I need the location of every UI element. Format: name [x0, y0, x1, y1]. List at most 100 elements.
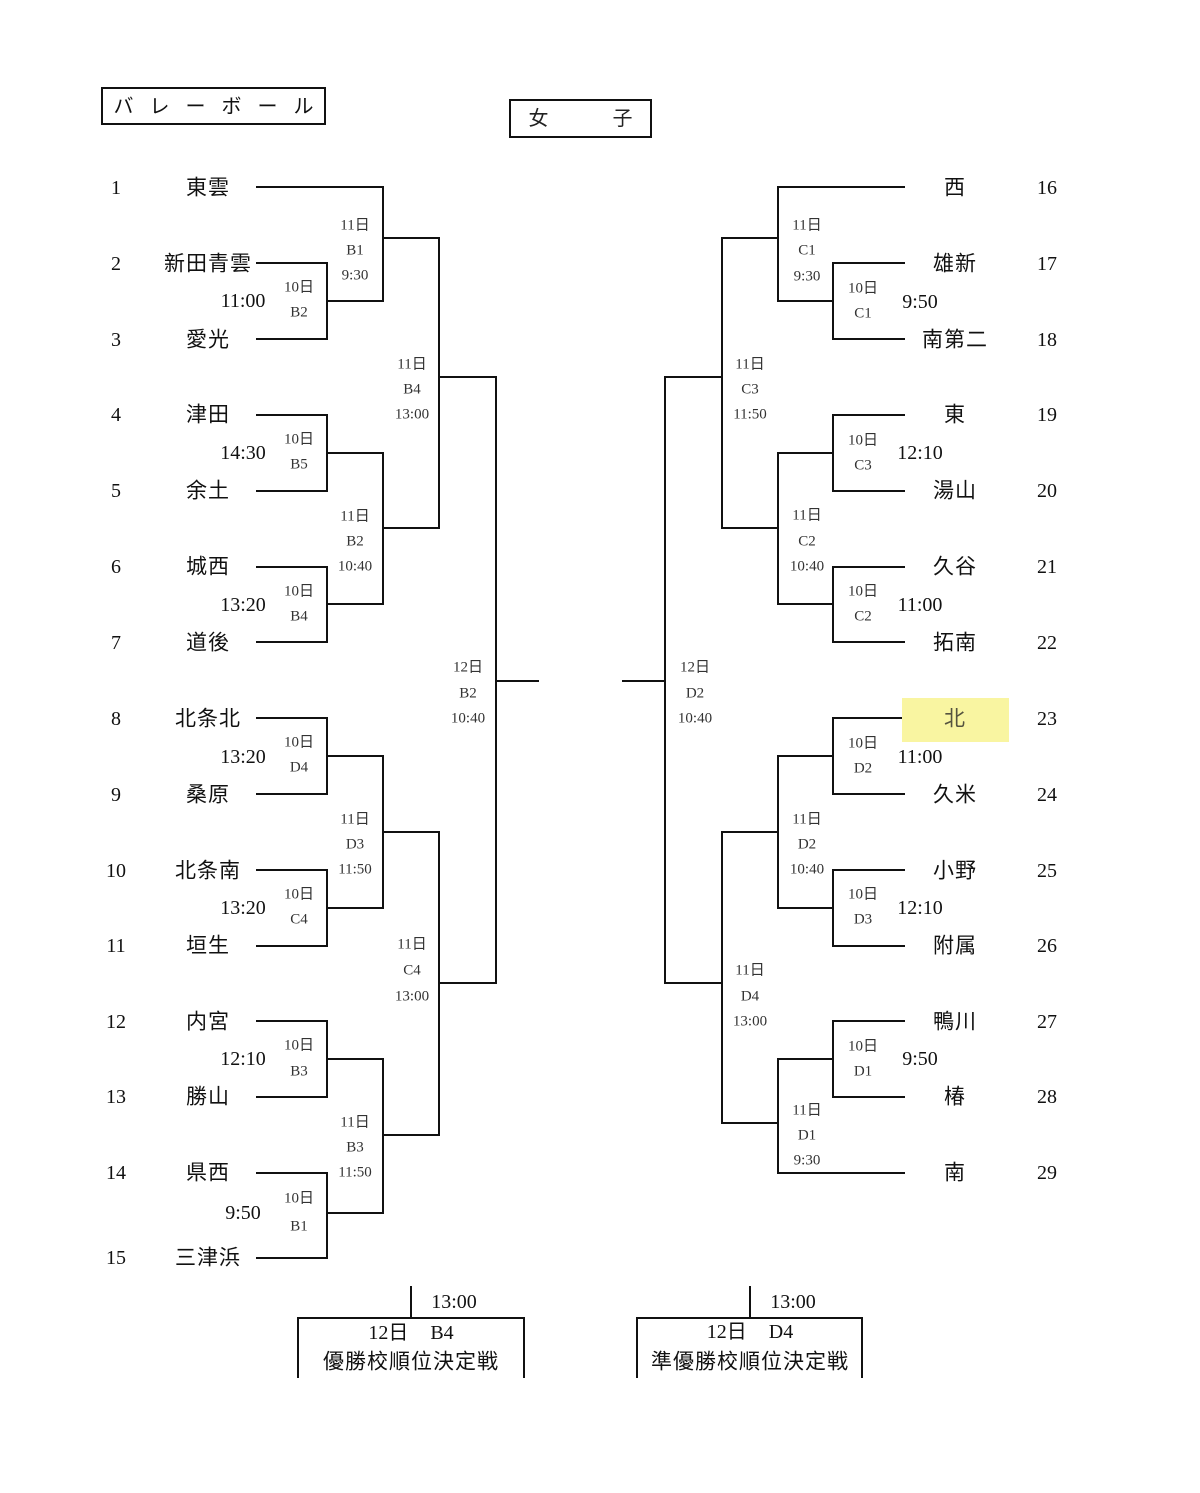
team-name: 椿: [944, 1084, 966, 1109]
team-name: 愛光: [186, 327, 230, 352]
right-r3-match-2-connector: [664, 831, 723, 1124]
match-day: 10日: [847, 280, 879, 297]
match-court-code: B2: [290, 304, 308, 321]
match-time: 11:50: [733, 406, 767, 423]
team-seed-number: 5: [111, 480, 121, 502]
right-r1-match-1-connector: [777, 262, 905, 340]
team-seed-number: 14: [106, 1162, 126, 1184]
match-time: 10:40: [789, 558, 825, 575]
placement-match-court-code: D4: [768, 1321, 794, 1343]
match-time: 9:30: [793, 1152, 821, 1169]
match-court-code: C2: [798, 533, 816, 550]
team-name: 県西: [186, 1160, 230, 1185]
team-name: 内宮: [186, 1009, 230, 1034]
match-time: 12:10: [897, 897, 943, 919]
team-name: 道後: [186, 630, 230, 655]
match-court-code: C1: [854, 305, 872, 322]
match-court-code: D4: [740, 988, 760, 1005]
team-seed-number: 21: [1037, 556, 1057, 578]
match-court-code: D1: [797, 1127, 817, 1144]
match-court-code: C1: [798, 242, 816, 259]
team-name: 小野: [933, 858, 977, 883]
team-name: 東雲: [186, 175, 230, 200]
team-seed-number: 23: [1037, 708, 1057, 730]
match-time: 9:50: [225, 1202, 261, 1224]
team-name: 勝山: [186, 1084, 230, 1109]
match-time: 9:50: [902, 291, 938, 313]
match-court-code: D2: [797, 836, 817, 853]
team-seed-number: 26: [1037, 935, 1057, 957]
team-seed-number: 6: [111, 556, 121, 578]
team-name: 雄新: [933, 251, 977, 276]
team-name: 津田: [186, 402, 230, 427]
team-seed-number: 16: [1037, 177, 1057, 199]
team-seed-number: 20: [1037, 480, 1057, 502]
match-court-code: C2: [854, 608, 872, 625]
right-r1-match-2-connector: [777, 414, 905, 492]
team-name: 南第二: [922, 327, 988, 352]
match-day: 10日: [847, 1038, 879, 1055]
team-seed-number: 11: [106, 935, 126, 957]
match-day: 11日: [792, 1102, 822, 1119]
left-r1-match-3-connector: [256, 566, 384, 643]
team-seed-number: 1: [111, 177, 121, 199]
match-time: 10:40: [677, 710, 713, 727]
right-r1-match-5-connector: [777, 869, 905, 947]
team-name: 城西: [186, 554, 230, 579]
match-court-code: B3: [290, 1063, 308, 1080]
match-time: 13:00: [732, 1013, 768, 1030]
match-time: 12:10: [897, 442, 943, 464]
match-day: 10日: [283, 431, 315, 448]
match-court-code: C4: [290, 911, 308, 928]
match-time: 12:10: [220, 1048, 266, 1070]
right-semifinal-connector: [622, 376, 666, 984]
team-name: 東: [944, 402, 966, 427]
team-seed-number: 3: [111, 329, 121, 351]
division-label: 女子: [528, 107, 697, 130]
match-court-code: B5: [290, 456, 308, 473]
right-r2-match-4-connector: [721, 1058, 779, 1174]
left-r1-match-4-connector: [256, 717, 384, 795]
left-semifinal-connector: [495, 376, 539, 984]
team-name: 北条北: [175, 706, 241, 731]
match-day: 10日: [283, 279, 315, 296]
placement-match-time: 13:00: [770, 1291, 816, 1313]
team-seed-number: 10: [106, 860, 126, 882]
match-day: 10日: [283, 1037, 315, 1054]
team-name: 北: [944, 706, 966, 731]
team-name: 鴨川: [933, 1009, 977, 1034]
match-time: 13:00: [394, 406, 430, 423]
team-seed-number: 8: [111, 708, 121, 730]
team-seed-number: 4: [111, 404, 121, 426]
match-time: 13:20: [220, 746, 266, 768]
match-day: 10日: [847, 735, 879, 752]
match-day: 11日: [792, 811, 822, 828]
match-court-code: D2: [685, 685, 705, 702]
sport-title-box: バレーボール: [101, 87, 326, 125]
team-name: 北条南: [175, 858, 241, 883]
match-time: 11:00: [897, 594, 943, 616]
match-day: 10日: [847, 583, 879, 600]
team-name: 南: [944, 1160, 966, 1185]
match-day: 11日: [735, 962, 765, 979]
match-court-code: B4: [290, 608, 308, 625]
right-r1-match-6-connector: [777, 1020, 905, 1098]
match-day: 10日: [283, 1190, 315, 1207]
team-seed-number: 25: [1037, 860, 1057, 882]
placement-match-title: 準優勝校順位決定戦: [651, 1349, 849, 1374]
match-time: 10:40: [789, 861, 825, 878]
match-time: 13:20: [220, 594, 266, 616]
left-r1-match-2-connector: [256, 414, 384, 492]
match-day: 10日: [283, 734, 315, 751]
team-seed-number: 18: [1037, 329, 1057, 351]
left-r1-match-7-connector: [256, 1172, 384, 1259]
match-day: 11日: [735, 356, 765, 373]
right-r2-match-3-connector: [721, 755, 779, 909]
team-seed-number: 17: [1037, 253, 1057, 275]
match-day: 11日: [397, 356, 427, 373]
team-seed-number: 9: [111, 784, 121, 806]
